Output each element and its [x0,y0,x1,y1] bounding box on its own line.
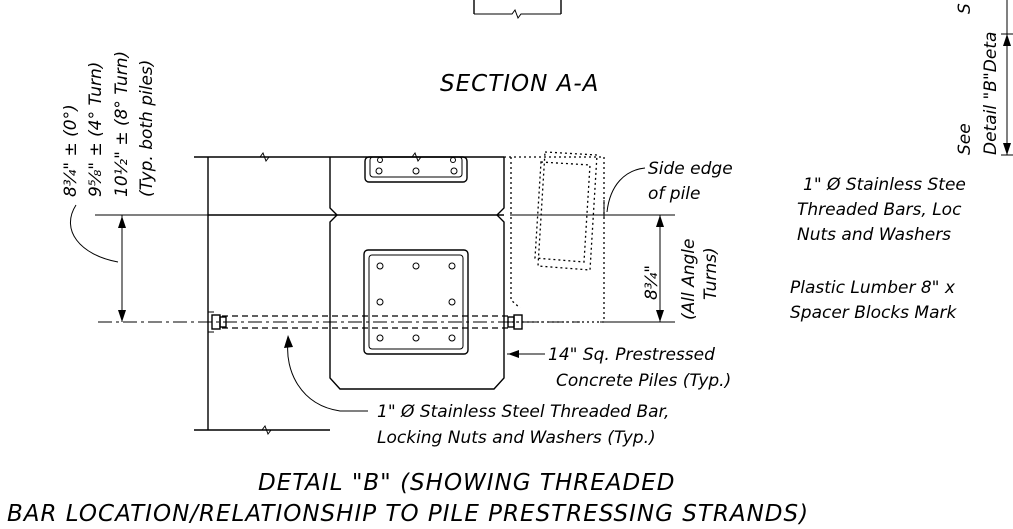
angle-dimension-notes: 8¾" ± (0°) 9⅝" ± (4° Turn) 10½" ± (8° Tu… [61,51,157,197]
pile-note-line2: Concrete Piles (Typ.) [556,371,731,391]
stainless-line2: Threaded Bars, Loc [797,200,962,220]
stainless-line3: Nuts and Washers [797,225,951,245]
threaded-bar [98,311,580,333]
all-angle-dim-note2: Turns) [701,247,721,300]
dim-zero-turn: 8¾" ± (0°) [61,104,81,197]
bar-leader [287,341,368,412]
dim-typ-note: (Typ. both piles) [137,60,157,197]
bar-note-line1: 1" Ø Stainless Steel Threaded Bar, [377,402,669,422]
right-panel: See Detail "B"Deta S 1" Ø Stainless Stee… [790,0,1013,323]
rotated-pile-outline [504,151,605,323]
side-edge-line2: of pile [648,184,701,204]
all-angle-dim-note1: (All Angle [679,239,699,321]
stainless-line1: 1" Ø Stainless Stee [803,175,966,195]
right-dimension [510,214,675,323]
side-edge-leader [606,167,646,213]
upper-pile [329,156,505,216]
dim-four-turn: 9⅝" ± (4° Turn) [86,62,106,197]
left-dimension [95,214,208,322]
detail-title-line2: BAR LOCATION/RELATIONSHIP TO PILE PRESTR… [7,501,809,527]
lower-pile [329,214,505,390]
detail-title-line1: DETAIL "B" (SHOWING THREADED [258,470,675,496]
side-edge-line1: Side edge [648,159,733,179]
see-line1: See [955,123,975,155]
angle-leader [70,204,119,263]
pile-note-line1: 14" Sq. Prestressed [548,345,715,365]
section-aa-stub [473,0,562,20]
bar-note-line2: Locking Nuts and Washers (Typ.) [377,428,656,448]
section-title: SECTION A-A [440,71,599,97]
all-angle-dim-value: 8¾" [642,265,662,300]
lumber-line1: Plastic Lumber 8" x [790,278,956,298]
wall-outline [194,151,504,436]
lumber-line2: Spacer Blocks Mark [790,303,958,323]
dim-eight-turn: 10½" ± (8° Turn) [112,51,132,197]
see-line2: Detail "B"Deta [981,32,1001,155]
top-fragment: S [955,3,975,14]
